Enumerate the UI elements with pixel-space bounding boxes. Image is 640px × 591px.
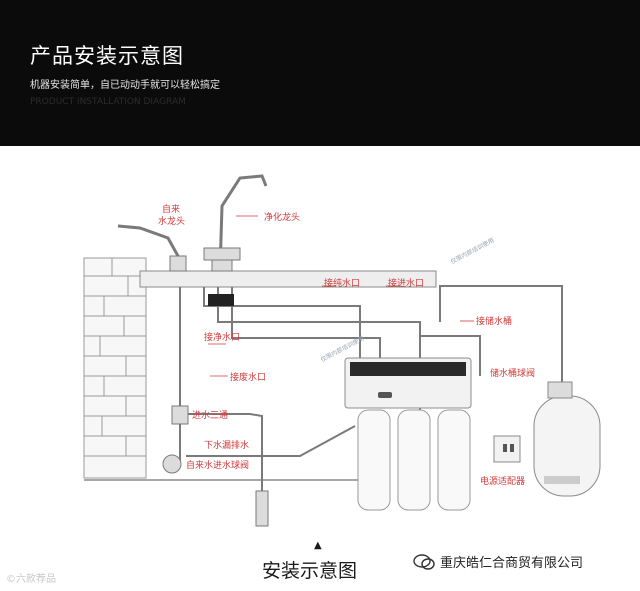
label-power-adapter: 电源适配器 xyxy=(480,475,525,487)
company-logo-icon xyxy=(413,554,435,570)
source-logo: ©六款荐品 xyxy=(6,574,56,585)
tap-water-faucet xyxy=(117,224,187,272)
pressure-tank xyxy=(533,381,601,497)
caption-arrow-icon: ▲ xyxy=(314,540,322,551)
page-subtitle: 机器安装简单，自已动动手就可以轻松搞定 xyxy=(30,80,220,91)
connector-block xyxy=(208,294,234,306)
label-tee: 进水三通 xyxy=(192,409,228,421)
watermark-1: 仅限内部培训使用 xyxy=(449,236,495,266)
header-banner: 产品安装示意图 机器安装简单，自已动动手就可以轻松搞定 PRODUCT INST… xyxy=(0,0,640,146)
label-pressure-tank-port: 接储水桶 xyxy=(476,315,512,327)
inlet-ball-valve-icon xyxy=(162,454,182,474)
brick-wall xyxy=(83,257,147,479)
label-inlet: 接进水口 xyxy=(388,277,424,289)
tee-fitting-icon xyxy=(171,405,189,425)
label-pure-water-outlet: 接纯水口 xyxy=(324,277,360,289)
ghost-text: PRODUCT INSTALLATION DIAGRAM xyxy=(30,97,186,107)
countertop xyxy=(139,270,437,288)
label-tap-water-2: 水龙头 xyxy=(158,215,185,227)
label-tank-ball-valve: 储水桶球阀 xyxy=(490,367,535,379)
label-purified-tap: 净化龙头 xyxy=(264,211,300,223)
drain-pipe xyxy=(255,490,269,527)
label-tap-water: 自来 xyxy=(162,203,180,215)
label-waste-outlet: 接废水口 xyxy=(230,371,266,383)
company-name: 重庆皓仁合商贸有限公司 xyxy=(440,556,584,571)
label-inlet-ball-valve: 自来水进水球阀 xyxy=(186,459,249,471)
wall-outlet-icon xyxy=(493,435,521,463)
page-title: 产品安装示意图 xyxy=(30,44,184,68)
label-drain: 下水漏排水 xyxy=(204,439,249,451)
diagram-caption: 安装示意图 xyxy=(262,560,358,582)
installation-diagram: 自来 水龙头 净化龙头 接纯水口 接进水口 接净水口 接废水口 接储水桶 储水桶… xyxy=(83,174,601,527)
purifier-unit xyxy=(344,357,472,511)
leader-lines xyxy=(208,215,474,377)
purified-faucet xyxy=(203,174,268,272)
label-purifier-outlet: 接净水口 xyxy=(204,331,240,343)
